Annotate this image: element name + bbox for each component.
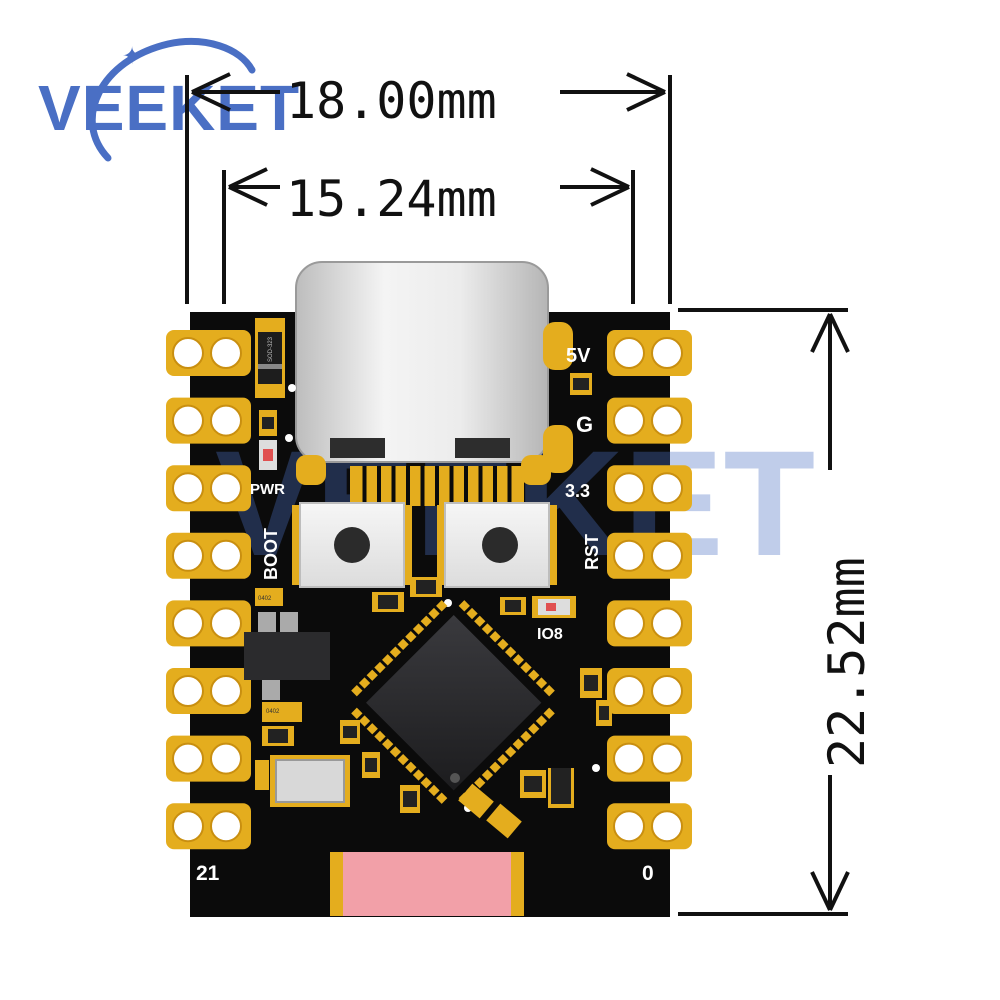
smd-capacitor bbox=[340, 720, 360, 744]
dim-outer-width-label: 18.00mm bbox=[286, 72, 497, 130]
crystal-oscillator bbox=[255, 755, 350, 807]
arrow-right-icon bbox=[626, 72, 666, 112]
arrow-up-icon bbox=[810, 313, 850, 353]
silk-pwr-label: PWR bbox=[250, 481, 285, 498]
right-pin-header bbox=[607, 330, 692, 850]
left-pin-pad bbox=[166, 803, 251, 850]
right-pin-pad bbox=[607, 532, 692, 579]
voltage-regulator: 0402 bbox=[244, 588, 330, 700]
arrow-right-icon bbox=[590, 167, 630, 207]
silk-pin-21-label: 21 bbox=[196, 862, 220, 885]
io8-led-group: IO8 bbox=[500, 596, 576, 643]
dim-inner-width-label: 15.24mm bbox=[286, 170, 497, 228]
dim-height-label: 22.52mm bbox=[818, 557, 876, 768]
smd-resistor bbox=[262, 726, 294, 746]
smd-capacitor bbox=[570, 373, 592, 395]
boot-button bbox=[292, 502, 412, 588]
right-pin-pad bbox=[607, 600, 692, 647]
usb-mount-pad bbox=[543, 425, 573, 473]
smd-resistor bbox=[596, 700, 612, 726]
silk-rst-label: RST bbox=[582, 534, 602, 570]
res-b-label: 0402 bbox=[266, 709, 280, 715]
right-pin-pad bbox=[607, 465, 692, 512]
silk-33-label: 3.3 bbox=[565, 481, 590, 501]
right-pin-pad bbox=[607, 803, 692, 850]
rst-button bbox=[437, 502, 557, 588]
pwr-led bbox=[259, 440, 277, 470]
arrow-down-icon bbox=[810, 871, 850, 911]
smd-resistor bbox=[580, 668, 602, 698]
smd-resistor bbox=[458, 783, 522, 839]
usb-c-pins bbox=[350, 466, 524, 506]
mcu-chip bbox=[351, 600, 555, 804]
smd-resistor bbox=[372, 592, 404, 612]
left-pin-pad bbox=[166, 465, 251, 512]
silk-boot-label: BOOT bbox=[261, 528, 281, 580]
left-pin-pad bbox=[166, 668, 251, 714]
logo-star-icon: ✦ bbox=[122, 42, 142, 70]
smd-capacitor bbox=[259, 410, 277, 436]
via bbox=[288, 384, 296, 392]
silk-5v-label: 5V bbox=[566, 345, 591, 367]
usb-mount-pad bbox=[521, 455, 551, 485]
smd-diode bbox=[520, 768, 574, 808]
left-pin-pad bbox=[166, 330, 251, 376]
silk-pin-0-label: 0 bbox=[642, 862, 654, 885]
via bbox=[285, 434, 293, 442]
dimension-annotations: 18.00mm 15.24mm 22.52mm bbox=[185, 72, 876, 916]
logo-text: VEEKET bbox=[38, 72, 300, 144]
usb-mount-pad bbox=[543, 322, 573, 370]
smd-resistor bbox=[410, 577, 442, 597]
left-pin-pad bbox=[166, 600, 251, 647]
left-pin-header bbox=[166, 330, 251, 850]
silk-io8-label: IO8 bbox=[537, 626, 563, 643]
via bbox=[592, 764, 600, 772]
usb-c-connector bbox=[295, 261, 549, 506]
usb-mount-pad bbox=[296, 455, 326, 485]
smd-resistor: 0402 bbox=[262, 702, 302, 722]
arrow-left-icon bbox=[228, 167, 268, 207]
pcb-board: VEEKET SOD-323 bbox=[166, 261, 815, 917]
smd-capacitor bbox=[362, 752, 380, 778]
arrow-left-icon bbox=[191, 72, 231, 112]
right-pin-pad bbox=[607, 397, 692, 444]
logo-swoosh bbox=[88, 38, 256, 162]
silk-g-label: G bbox=[576, 412, 593, 437]
right-pin-pad bbox=[607, 735, 692, 782]
diode-component: SOD-323 bbox=[255, 318, 285, 398]
right-pin-pad bbox=[607, 330, 692, 376]
chip-antenna bbox=[330, 852, 524, 916]
left-pin-pad bbox=[166, 532, 251, 579]
res-a-label: 0402 bbox=[258, 596, 272, 602]
brand-logo: ✦ VEEKET bbox=[38, 38, 300, 162]
right-pin-pad bbox=[607, 668, 692, 714]
diode-label: SOD-323 bbox=[268, 336, 274, 362]
smd-capacitor bbox=[400, 785, 420, 813]
left-pin-pad bbox=[166, 735, 251, 782]
left-pin-pad bbox=[166, 397, 251, 444]
